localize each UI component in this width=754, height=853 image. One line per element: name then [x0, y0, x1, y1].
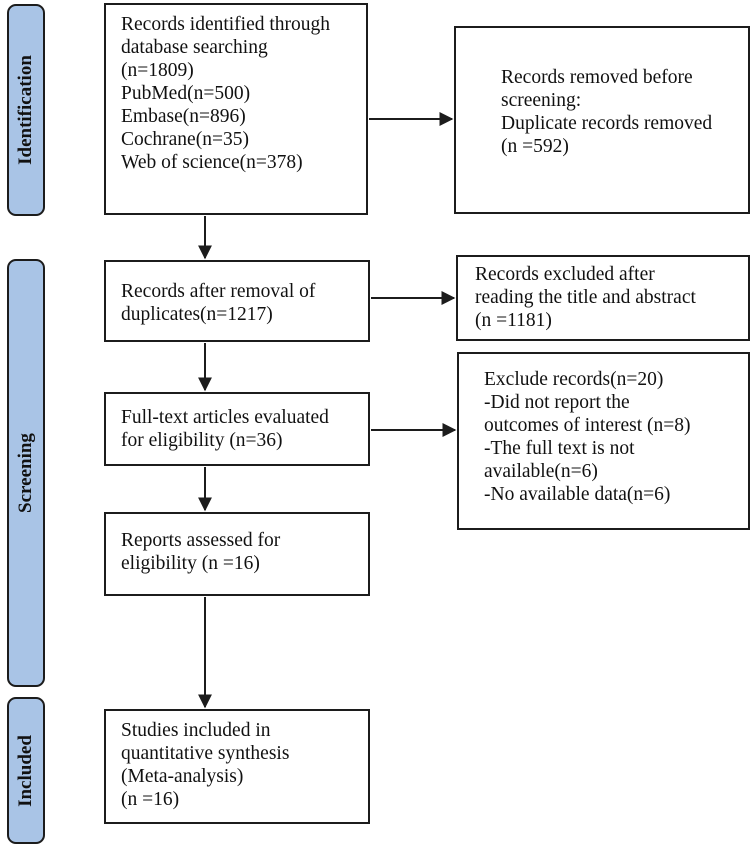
- box-line: Reports assessed for: [121, 530, 281, 551]
- box-line: Full-text articles evaluated: [121, 407, 329, 428]
- box-line: Records identified through: [121, 14, 331, 35]
- box-line: Duplicate records removed: [501, 113, 713, 134]
- box-reports-assessed: Reports assessed for eligibility (n =16): [104, 512, 370, 596]
- box-studies-included: Studies included in quantitative synthes…: [104, 709, 370, 824]
- phase-included: Included: [7, 697, 45, 844]
- box-excluded-fulltext: Exclude records(n=20) -Did not report th…: [457, 352, 750, 530]
- box-line: duplicates(n=1217): [121, 304, 273, 325]
- box-line: Records excluded after: [475, 264, 655, 285]
- box-line: Records removed before: [501, 67, 693, 88]
- box-line: Cochrane(n=35): [121, 129, 249, 150]
- box-line: Studies included in: [121, 720, 271, 741]
- box-records-excluded-title: Records excluded after reading the title…: [456, 255, 750, 341]
- box-records-identified: Records identified through database sear…: [104, 3, 368, 215]
- box-line: Embase(n=896): [121, 106, 246, 127]
- box-line: (n =16): [121, 789, 180, 810]
- box-line: -The full text is not: [484, 438, 635, 459]
- box-line: Exclude records(n=20): [484, 369, 664, 390]
- box-line: PubMed(n=500): [121, 83, 251, 104]
- box-line: reading the title and abstract: [475, 287, 696, 308]
- box-line: (n =1181): [475, 310, 552, 331]
- box-records-after-duplicates: Records after removal of duplicates(n=12…: [104, 260, 370, 342]
- box-line: (Meta-analysis): [121, 766, 244, 787]
- box-line: (n=1809): [121, 60, 194, 81]
- box-line: database searching: [121, 37, 268, 58]
- box-line: Records after removal of: [121, 281, 316, 302]
- phase-screening: Screening: [7, 259, 45, 687]
- phase-identification: Identification: [7, 4, 45, 216]
- box-line: -No available data(n=6): [484, 484, 671, 505]
- box-line: eligibility (n =16): [121, 553, 260, 574]
- box-fulltext-evaluated: Full-text articles evaluated for eligibi…: [104, 392, 370, 466]
- box-line: outcomes of interest (n=8): [484, 415, 691, 436]
- box-records-removed: Records removed before screening: Duplic…: [454, 26, 750, 214]
- box-line: for eligibility (n=36): [121, 430, 283, 451]
- box-line: Web of science(n=378): [121, 152, 303, 173]
- box-line: -Did not report the: [484, 392, 630, 413]
- box-line: available(n=6): [484, 461, 598, 482]
- box-line: (n =592): [501, 136, 569, 157]
- box-line: quantitative synthesis: [121, 743, 290, 764]
- box-line: screening:: [501, 90, 582, 111]
